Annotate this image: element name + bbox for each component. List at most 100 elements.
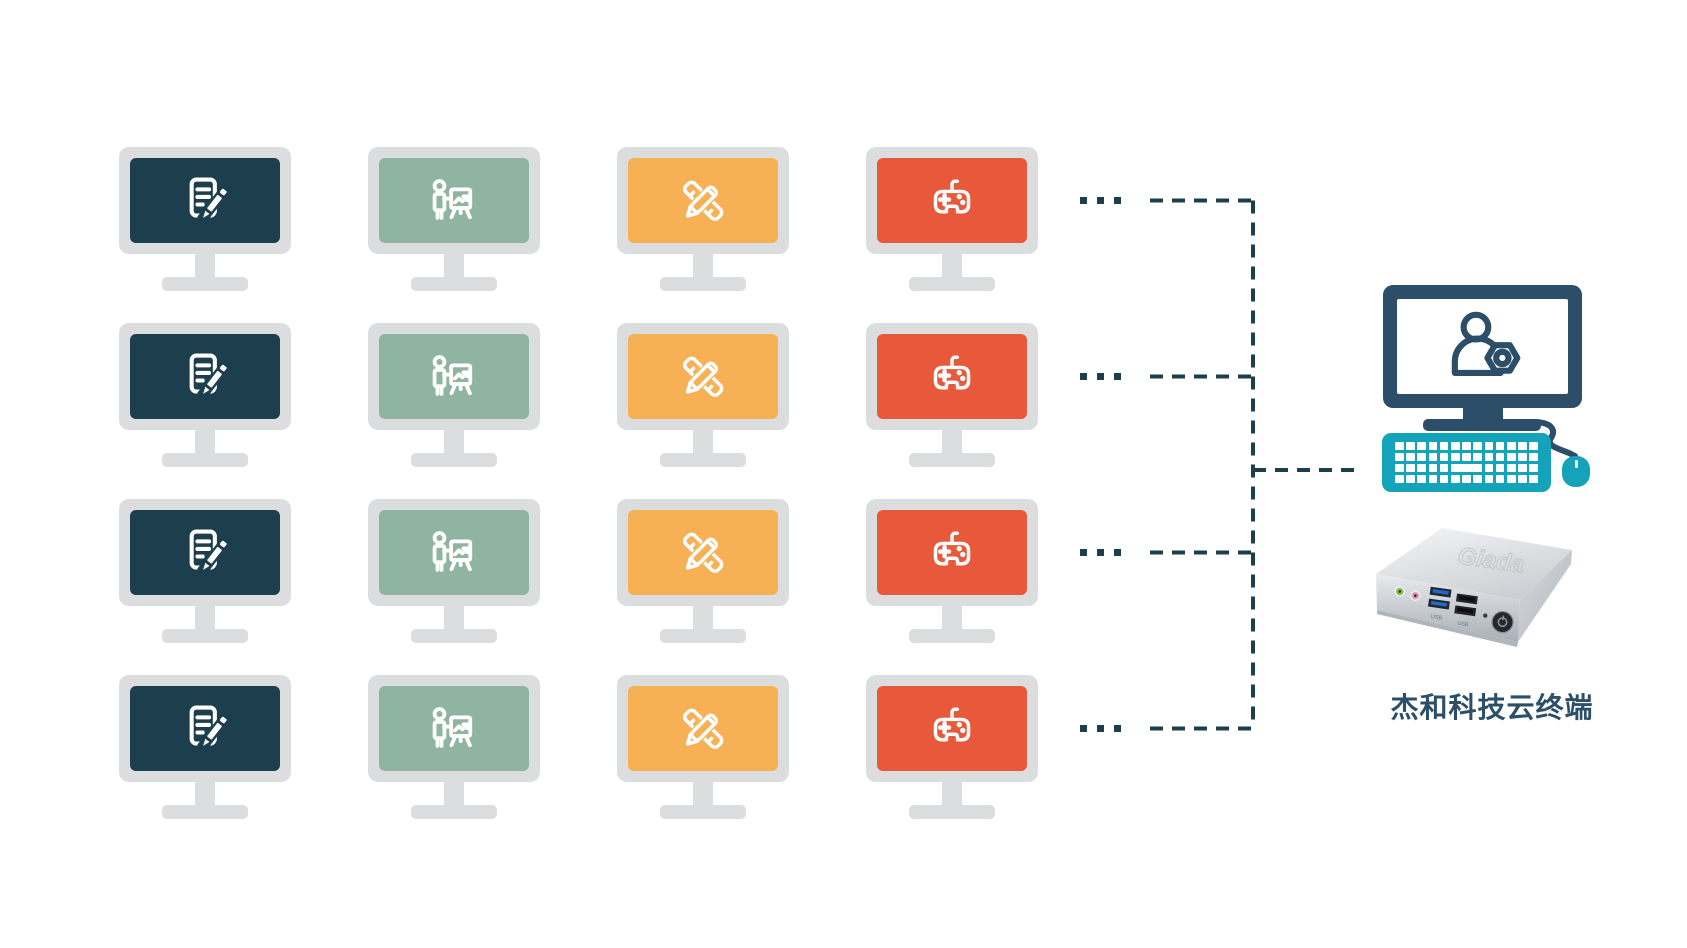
keyboard-key [1428,463,1438,473]
monitor-screen-gaming [877,510,1027,595]
client-monitor-design-tools [617,499,789,643]
monitor-stand-base [411,453,497,467]
monitor-screen-presentation [379,510,529,595]
client-monitor-gaming [866,675,1038,819]
monitor-stand-base [660,277,746,291]
pc-front-ports: USB USB [1394,586,1514,634]
document-edit-icon [189,353,231,399]
row-ellipsis-dot [1097,373,1104,380]
keyboard-key [1428,474,1438,483]
monitor-stand-base [411,629,497,643]
monitor-frame [866,147,1038,254]
monitor-stand-base [660,805,746,819]
monitor-stand-neck [693,429,713,454]
document-edit-icon [189,529,231,575]
monitor-frame [368,675,540,782]
monitor-stand-base [909,629,995,643]
ruler-pencil-icon [680,353,726,400]
client-monitor-design-tools [617,323,789,467]
monitor-stand-base [411,805,497,819]
monitor-stand-base [660,453,746,467]
client-monitor-presentation [368,323,540,467]
keyboard-key [1428,442,1438,451]
row-ellipsis-dot [1114,549,1121,556]
host-monitor-screen [1397,299,1568,394]
keyboard-key [1439,442,1449,451]
row-ellipsis-dot [1080,373,1087,380]
keyboard-key [1484,463,1494,473]
monitor-stand-neck [942,781,962,806]
game-controller-icon [933,355,971,389]
keyboard-key [1417,474,1427,483]
monitor-stand-base [660,629,746,643]
monitor-frame [866,499,1038,606]
host-monitor-stand-base [1423,419,1541,431]
keyboard-key [1473,442,1483,451]
keyboard-key [1529,474,1538,483]
game-controller-icon [933,531,971,565]
monitor-stand-neck [693,253,713,278]
keyboard-key [1428,452,1438,462]
pc-bottom-edge [1377,610,1518,647]
monitor-stand-neck [444,429,464,454]
usb2-ports [1454,593,1478,617]
reset-pinhole [1483,613,1488,618]
keyboard [1382,433,1551,492]
monitor-frame [119,675,291,782]
keyboard-key [1495,452,1505,462]
keyboard-key [1395,463,1404,473]
row-ellipsis-dot [1114,725,1121,732]
monitor-frame [119,323,291,430]
usb3-ports [1427,586,1452,610]
keyboard-key [1495,442,1505,451]
keyboard-key [1406,452,1415,462]
monitor-screen-design-tools [628,510,778,595]
keyboard-key [1395,474,1404,483]
monitor-screen-design-tools [628,334,778,419]
keyboard-key [1439,463,1449,473]
monitor-screen-documents [130,686,280,771]
keyboard-key [1529,463,1538,473]
monitor-screen-presentation [379,334,529,419]
pc-side-face [1518,550,1572,642]
monitor-stand-neck [444,781,464,806]
monitor-screen-design-tools [628,686,778,771]
keyboard-keys [1395,442,1538,483]
row-ellipsis-dot [1097,549,1104,556]
mini-pc-graphic: Giada USB USB [1376,528,1572,647]
monitor-frame [866,675,1038,782]
dashed-connector [1150,198,1362,731]
host-label: 杰和科技云终端 [1390,692,1594,723]
monitor-frame [368,147,540,254]
monitor-screen-gaming [877,158,1027,243]
document-edit-icon [189,177,231,223]
client-monitor-presentation [368,675,540,819]
keyboard-key [1473,452,1483,462]
monitor-stand-neck [195,253,215,278]
monitor-screen-presentation [379,158,529,243]
keyboard-key [1395,442,1404,451]
monitor-frame [617,499,789,606]
power-button [1491,610,1514,634]
keyboard-key [1518,474,1527,483]
game-controller-icon [933,179,971,213]
keyboard-key [1462,442,1471,451]
keyboard-key [1495,474,1505,483]
monitor-frame [119,499,291,606]
client-monitor-design-tools [617,147,789,291]
presentation-icon [432,530,473,572]
monitor-stand-neck [942,253,962,278]
host-monitor-stand-neck [1463,407,1503,420]
monitor-screen-documents [130,334,280,419]
monitor-screen-documents [130,510,280,595]
keyboard-key [1529,442,1538,451]
monitor-frame [119,147,291,254]
client-monitor-documents [119,499,291,643]
row-ellipsis-dot [1080,725,1087,732]
keyboard-key [1518,463,1527,473]
row-ellipsis-dot [1097,197,1104,204]
keyboard-key [1439,474,1449,483]
monitor-stand-neck [444,605,464,630]
keyboard-key [1529,452,1538,462]
monitor-stand-base [162,277,248,291]
